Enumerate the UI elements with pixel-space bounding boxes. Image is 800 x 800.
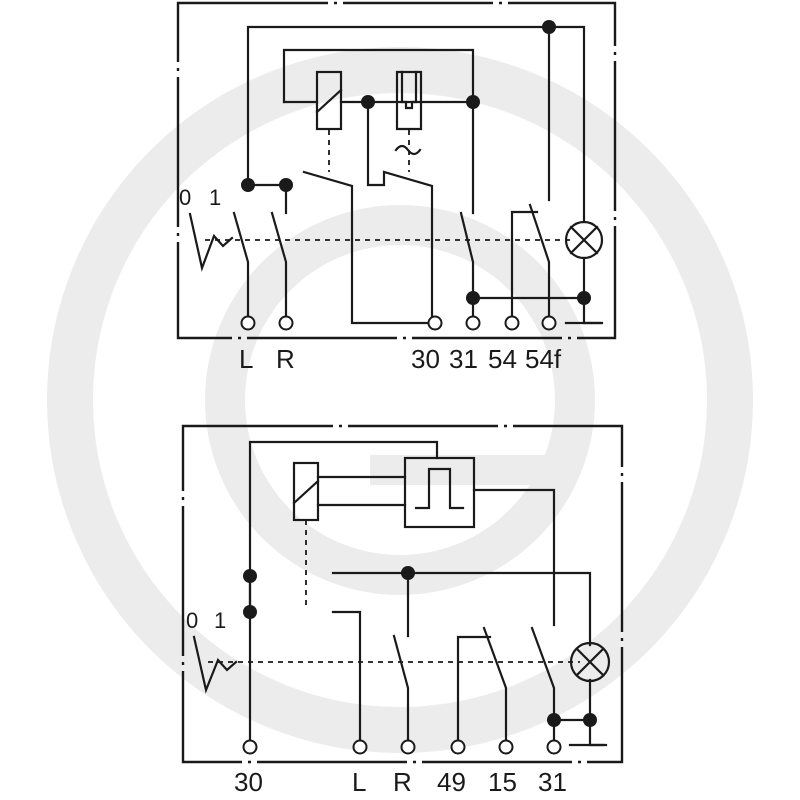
terminal-label: 30	[234, 767, 263, 797]
lamp-top-icon	[564, 220, 604, 260]
terminal-label: 30	[411, 344, 440, 374]
top-diagram: 0 1 L R 30 31 54 54f	[176, 1, 617, 374]
terminal-label: R	[393, 767, 412, 797]
terminal-label: L	[352, 767, 366, 797]
terminal-label: 31	[449, 344, 478, 374]
top-enclosure	[176, 1, 617, 340]
terminal-label: 15	[488, 767, 517, 797]
terminal-label: 54	[488, 344, 517, 374]
bottom-terminals	[242, 739, 562, 755]
bottom-diagram: 0 1 30 L R 49 15 31	[181, 424, 624, 797]
thermal-element	[394, 70, 423, 156]
terminal-label: 49	[437, 767, 466, 797]
svg-text:1: 1	[209, 185, 221, 210]
svg-text:0: 0	[179, 185, 191, 210]
svg-text:1: 1	[214, 608, 226, 633]
bottom-enclosure	[181, 424, 624, 764]
terminal-label: R	[276, 344, 295, 374]
pulse-generator-icon	[403, 456, 476, 529]
relay-coil-top	[315, 70, 343, 131]
rotary-switch-top: 0 1	[179, 185, 575, 272]
top-terminals	[240, 315, 557, 331]
watermark	[47, 47, 753, 753]
rotary-switch-bottom: 0 1	[186, 608, 580, 694]
terminal-label: 54f	[525, 344, 562, 374]
terminal-label: 31	[538, 767, 567, 797]
terminal-label: L	[239, 344, 253, 374]
svg-text:0: 0	[186, 608, 198, 633]
